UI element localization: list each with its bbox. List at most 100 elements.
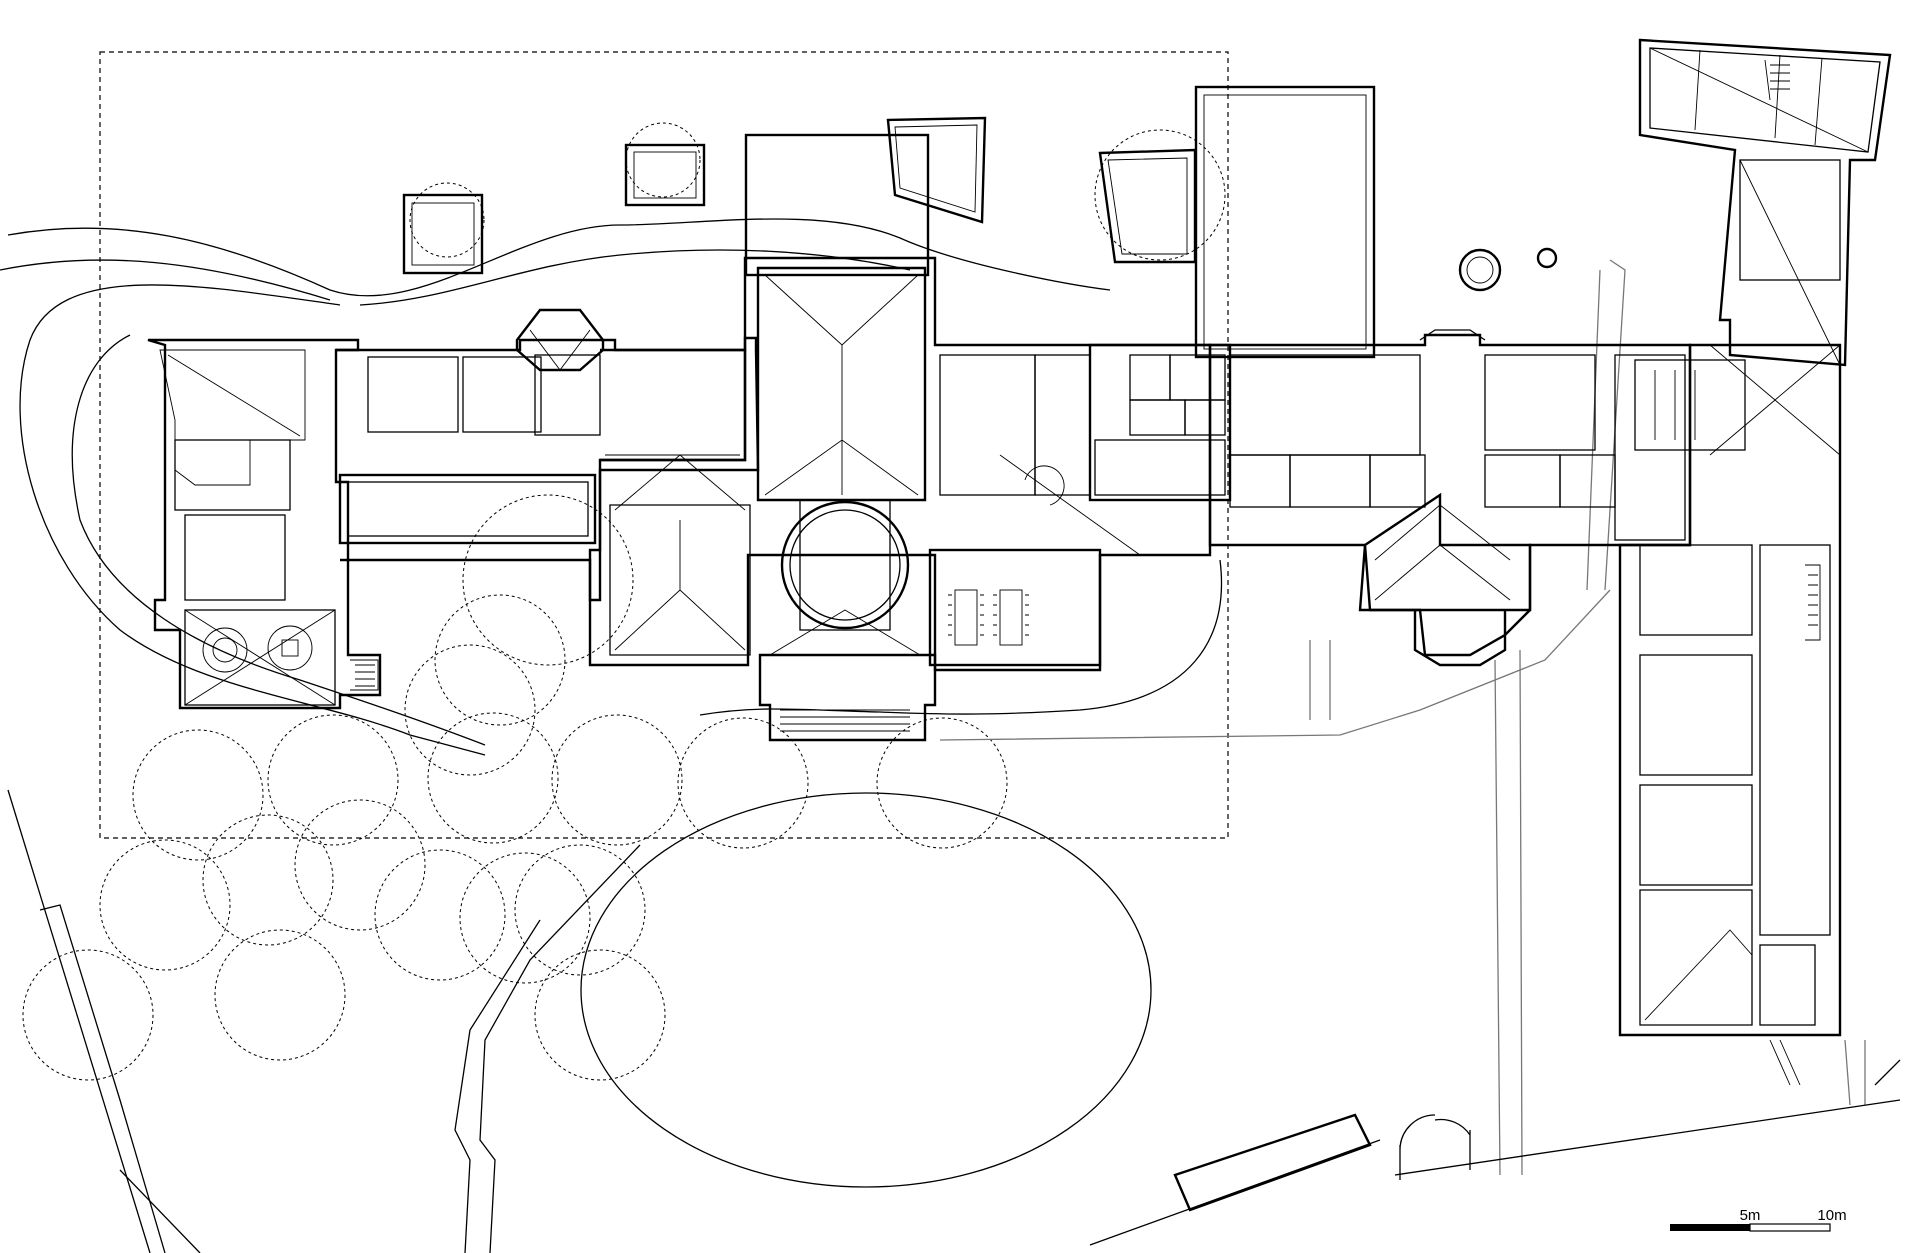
wc-cubicle bbox=[1094, 439, 1226, 496]
north-row-outline bbox=[336, 336, 760, 602]
ornamental-rose bbox=[267, 625, 313, 671]
diagonal-line bbox=[1739, 159, 1841, 366]
roof-hip bbox=[764, 274, 919, 496]
scale-bar: 5m 10m bbox=[1670, 1207, 1847, 1232]
planter bbox=[1107, 157, 1188, 255]
planter bbox=[402, 193, 484, 275]
dining-table bbox=[954, 589, 978, 646]
terrace-slab bbox=[886, 116, 987, 224]
staircase bbox=[1805, 564, 1821, 641]
service-path bbox=[1309, 640, 1331, 720]
entrance-gate bbox=[1399, 1114, 1471, 1180]
diagonal-line bbox=[1649, 47, 1869, 153]
ornamental-rose bbox=[281, 639, 299, 657]
roof-hip bbox=[1644, 929, 1753, 1021]
property-boundary bbox=[99, 51, 1229, 839]
wc-cubicle bbox=[1129, 354, 1171, 401]
west-wing-room bbox=[174, 439, 291, 511]
west-wing bbox=[147, 338, 382, 710]
bollard bbox=[1536, 247, 1558, 269]
diagonal-line bbox=[999, 454, 1141, 556]
west-road-a bbox=[7, 789, 151, 1253]
room bbox=[1229, 454, 1291, 508]
terrace-slab bbox=[894, 124, 978, 213]
site-landscape bbox=[0, 51, 1901, 1253]
planter bbox=[411, 202, 475, 266]
north-east-outline bbox=[1638, 38, 1892, 367]
portico-steps bbox=[769, 609, 921, 732]
tree-canopy bbox=[625, 122, 701, 198]
fountain bbox=[1458, 248, 1502, 292]
tree-canopy bbox=[427, 712, 559, 844]
partition bbox=[1694, 49, 1823, 146]
roof-hip bbox=[1374, 504, 1511, 601]
room bbox=[939, 354, 1036, 496]
classroom bbox=[1229, 354, 1421, 456]
diagonal-line bbox=[1709, 344, 1841, 456]
west-wing-room bbox=[159, 349, 306, 486]
tree-canopy bbox=[374, 849, 506, 981]
bay-window bbox=[1419, 329, 1486, 341]
service-path bbox=[1844, 1039, 1866, 1106]
room bbox=[1559, 454, 1616, 508]
north-hall bbox=[756, 266, 927, 502]
central-outline bbox=[588, 256, 1212, 672]
tree-canopy bbox=[99, 839, 231, 971]
ornamental-rose bbox=[202, 627, 248, 673]
planter bbox=[1098, 148, 1197, 264]
rotunda bbox=[780, 500, 910, 630]
west-wing-room bbox=[184, 514, 286, 601]
scale-bar-hollow bbox=[1749, 1223, 1831, 1232]
tree-canopy bbox=[202, 814, 334, 946]
oval-lawn bbox=[580, 792, 1152, 1188]
ballroom bbox=[184, 609, 336, 706]
tree-canopy bbox=[876, 717, 1008, 849]
tree-canopy bbox=[404, 644, 536, 776]
roof-hip bbox=[167, 354, 301, 437]
staircase bbox=[1764, 59, 1790, 101]
wc-cubicles bbox=[1654, 370, 1696, 440]
tree-canopy bbox=[462, 494, 634, 666]
west-driveway-inner bbox=[71, 334, 486, 746]
room bbox=[1034, 354, 1091, 496]
room bbox=[1759, 944, 1816, 1026]
wc-cubicle bbox=[1184, 399, 1226, 436]
entrance-porch bbox=[1413, 610, 1507, 667]
south-east-wing bbox=[1618, 343, 1842, 1086]
west-driveway bbox=[19, 284, 486, 756]
south-portico bbox=[758, 653, 937, 742]
room bbox=[1484, 454, 1561, 508]
scale-label-5m: 5m bbox=[1740, 1207, 1761, 1224]
classroom bbox=[1639, 544, 1753, 636]
tree-canopy bbox=[294, 799, 426, 931]
tree-canopies bbox=[22, 122, 1226, 1081]
dining-table bbox=[999, 589, 1023, 646]
roof-hip bbox=[184, 609, 336, 706]
north-planters bbox=[402, 85, 1558, 359]
corridor bbox=[1759, 544, 1831, 936]
roof-hip bbox=[529, 329, 561, 371]
roof-hip bbox=[559, 329, 591, 371]
north-court bbox=[1194, 85, 1376, 359]
spiral-stair bbox=[1024, 465, 1065, 506]
north-west-rooms bbox=[336, 308, 760, 602]
garden-path-outer bbox=[7, 218, 1111, 297]
north-east-block bbox=[1638, 38, 1892, 367]
service-path bbox=[1586, 259, 1626, 591]
tree-canopy bbox=[459, 852, 591, 984]
tree-canopy bbox=[534, 949, 666, 1081]
west-wing-outline bbox=[147, 338, 382, 710]
gatehouse bbox=[1173, 1113, 1372, 1212]
gallery bbox=[347, 481, 589, 537]
south-driveway-east bbox=[479, 844, 641, 1253]
fountain bbox=[1466, 256, 1494, 284]
room bbox=[367, 356, 459, 433]
classroom bbox=[1639, 784, 1753, 886]
scale-label-10m: 10m bbox=[1817, 1207, 1846, 1224]
dining-chairs bbox=[948, 594, 1029, 636]
staircase bbox=[350, 659, 379, 691]
gallery bbox=[338, 473, 597, 545]
room bbox=[534, 354, 601, 436]
planter bbox=[624, 143, 706, 207]
